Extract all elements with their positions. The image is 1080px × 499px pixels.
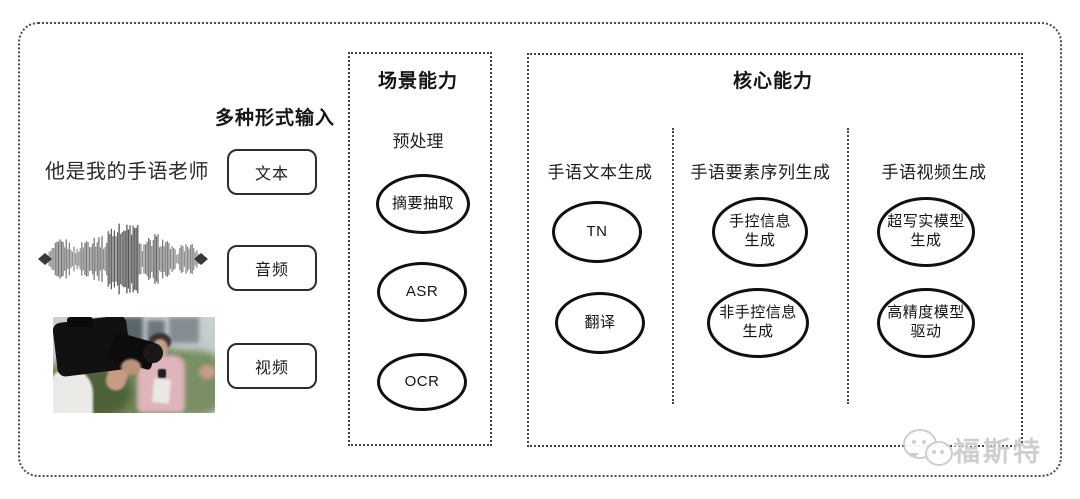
photo-building [169, 317, 199, 343]
photo-paper [151, 378, 172, 404]
column-header-sign-text-generation: 手语文本生成 [547, 163, 653, 182]
node-non-manual-info-generation: 非手控信息 生成 [707, 288, 809, 358]
input-type-video-box: 视频 [227, 343, 317, 389]
column-header-sign-video-generation: 手语视频生成 [881, 163, 987, 182]
photo-camera-lens-hood [143, 343, 163, 363]
watermark-text: 福斯特 [953, 436, 1043, 467]
core-capability-title: 核心能力 [732, 71, 813, 92]
audio-waveform-icon [38, 223, 208, 295]
scene-capability-title: 场景能力 [377, 71, 458, 92]
preprocessing-label: 预处理 [392, 132, 444, 151]
node-high-precision-model-driving: 高精度模型 驱动 [877, 288, 975, 358]
input-type-audio-box: 音频 [227, 245, 317, 291]
watermark: 福斯特 [901, 427, 1043, 471]
scene-capability-box [348, 52, 492, 446]
core-capability-box [527, 53, 1023, 447]
photo-camera-top [67, 317, 93, 327]
node-manual-info-generation: 手控信息 生成 [712, 197, 808, 267]
video-frame-photo [53, 317, 215, 413]
node-asr: ASR [377, 262, 467, 322]
photo-cameraman-shirt [53, 369, 93, 413]
column-divider [847, 128, 849, 404]
node-summary-extraction: 摘要抽取 [376, 174, 470, 234]
column-header-sign-element-sequence-generation: 手语要素序列生成 [690, 163, 831, 182]
node-tn: TN [552, 201, 642, 263]
photo-hand-on-lens [121, 359, 141, 375]
node-hyperrealistic-model-generation: 超写实模型 生成 [877, 197, 975, 267]
wechat-bubbles-icon [901, 427, 953, 471]
node-translation: 翻译 [555, 292, 645, 354]
outer-dotted-border [18, 22, 1062, 477]
node-ocr: OCR [377, 353, 467, 411]
input-type-text-box: 文本 [227, 149, 317, 195]
photo-microphone [158, 369, 166, 378]
photo-hand [199, 365, 215, 379]
input-section-heading: 多种形式输入 [214, 108, 335, 129]
sample-sentence-text: 他是我的手语老师 [45, 161, 209, 183]
column-divider [672, 128, 674, 404]
